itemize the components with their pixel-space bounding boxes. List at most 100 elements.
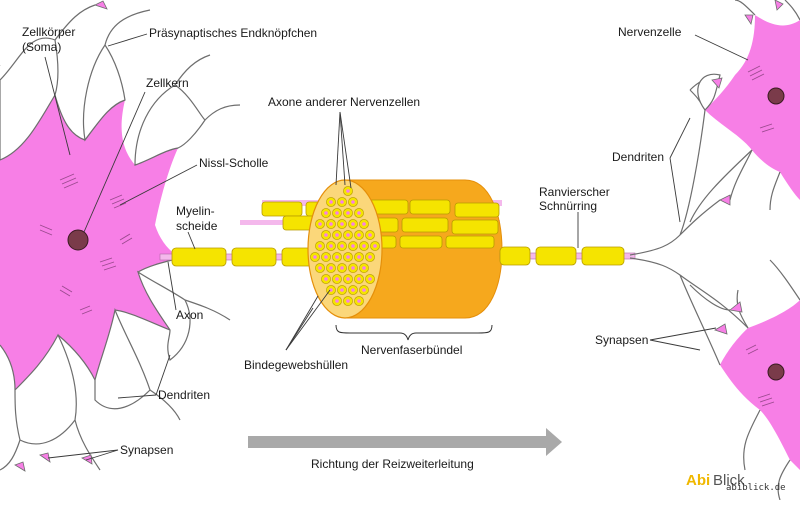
label-bindegewebe: Bindegewebshüllen [244, 358, 348, 372]
fiber-axon-core-43 [362, 288, 366, 292]
fiber-axon-core-21 [351, 244, 355, 248]
fiber-axon-core-18 [318, 244, 322, 248]
label-myelin-1: Myelin- [176, 204, 215, 218]
leader-zellkern [83, 91, 146, 233]
right-nucleus-lower [767, 363, 785, 381]
fiber-axon-core-0 [346, 189, 350, 193]
leader-endknoepfchen [107, 33, 148, 47]
leader-axone-2 [339, 111, 352, 189]
fiber-axon-core-5 [335, 211, 339, 215]
fiber-axon-core-36 [335, 277, 339, 281]
fiber-bg-1-myelin-a [261, 201, 303, 217]
bundle-brace [335, 324, 493, 341]
fiber-top-8 [399, 235, 443, 249]
fiber-axon-core-35 [324, 277, 328, 281]
left-dendrite-top [0, 37, 59, 161]
fiber-axon-core-42 [351, 288, 355, 292]
myelin-segment-r1 [499, 246, 531, 266]
fiber-top-2 [409, 199, 451, 215]
leader-dendriten-right-2 [669, 157, 681, 223]
left-soma [0, 95, 180, 390]
leader-axone-3 [339, 111, 346, 186]
right-axon-branches [629, 78, 753, 366]
label-axone-anderer: Axone anderer Nervenzellen [268, 95, 420, 109]
left-dendrite-top2 [82, 43, 126, 142]
label-synapsen-right: Synapsen [595, 333, 648, 347]
leader-lines [44, 33, 749, 461]
fiber-axon-core-28 [357, 255, 361, 259]
label-axon: Axon [176, 308, 203, 322]
myelin-segment-r3 [581, 246, 625, 266]
fiber-axon-core-1 [329, 200, 333, 204]
label-zellkoerper-1: Zellkörper [22, 25, 75, 39]
brand-url: abiblick.de [726, 483, 786, 493]
leader-zellkoerper [44, 56, 71, 156]
label-endknoepfchen: Präsynaptisches Endknöpfchen [149, 26, 317, 40]
fiber-axon-core-40 [329, 288, 333, 292]
direction-arrow [248, 428, 562, 456]
leader-dendriten-left-1 [155, 354, 171, 396]
label-nervenzelle: Nervenzelle [618, 25, 682, 39]
fiber-axon-core-33 [351, 266, 355, 270]
brand-logo: Abi Blick abiblick.de [686, 472, 786, 493]
label-zellkoerper-2: (Soma) [22, 40, 61, 54]
fiber-top-9 [445, 235, 495, 249]
leader-synapsen-left-1 [85, 449, 119, 461]
fiber-axon-core-44 [335, 299, 339, 303]
right-nucleus-upper [767, 87, 785, 105]
right-soma-upper [705, 15, 800, 200]
fiber-axon-core-38 [357, 277, 361, 281]
label-nissl: Nissl-Scholle [199, 156, 269, 170]
fiber-axon-core-14 [335, 233, 339, 237]
fiber-axon-core-24 [313, 255, 317, 259]
fiber-axon-core-22 [362, 244, 366, 248]
right-synapse-knob-3 [729, 301, 743, 313]
leader-synapsen-right-2 [649, 339, 701, 351]
label-dendriten-left: Dendriten [158, 388, 210, 402]
fiber-top-3 [454, 202, 500, 218]
fiber-top-6 [451, 219, 499, 235]
fiber-top-5 [401, 217, 449, 233]
leader-binde-3 [285, 307, 314, 351]
fiber-axon-core-46 [357, 299, 361, 303]
fiber-axon-core-29 [368, 255, 372, 259]
right-soma-lower [720, 300, 800, 470]
fiber-axon-core-41 [340, 288, 344, 292]
leader-nissl [119, 164, 198, 206]
myelin-segment-l2 [231, 247, 277, 267]
brand-logo-part2: Blick [713, 472, 745, 489]
fiber-axon-core-19 [329, 244, 333, 248]
fiber-axon-core-23 [373, 244, 377, 248]
label-ranvier-1: Ranvierscher [539, 185, 610, 199]
fiber-axon-core-26 [335, 255, 339, 259]
fiber-axon-core-7 [357, 211, 361, 215]
fiber-axon-core-3 [351, 200, 355, 204]
myelin-segment-l1 [171, 247, 227, 267]
right-neuron [629, 0, 800, 501]
fiber-axon-core-34 [362, 266, 366, 270]
right-synapse-knob-5 [744, 14, 754, 26]
fiber-axon-core-45 [346, 299, 350, 303]
leader-nervenzelle [694, 34, 749, 61]
label-zellkern: Zellkern [146, 76, 189, 90]
fiber-axon-core-32 [340, 266, 344, 270]
fiber-axon-core-16 [357, 233, 361, 237]
fiber-axon-core-6 [346, 211, 350, 215]
nerve-bundle [240, 179, 636, 341]
right-synapse-knob-4 [714, 323, 728, 335]
fiber-axon-core-11 [351, 222, 355, 226]
fiber-axon-core-25 [324, 255, 328, 259]
label-ranvier-2: Schnürring [539, 199, 597, 213]
fiber-axon-core-39 [368, 277, 372, 281]
labels: Zellkörper (Soma) Präsynaptisches Endknö… [22, 25, 682, 471]
right-synapse-knob-2 [719, 194, 731, 206]
fiber-axon-core-17 [368, 233, 372, 237]
right-synapse-knob-1 [711, 77, 723, 89]
right-nissl-bodies [745, 65, 775, 407]
fiber-axon-core-27 [346, 255, 350, 259]
label-richtung: Richtung der Reizweiterleitung [311, 457, 474, 471]
fiber-axon-core-8 [318, 222, 322, 226]
left-dendrite-bottom2 [94, 307, 151, 410]
